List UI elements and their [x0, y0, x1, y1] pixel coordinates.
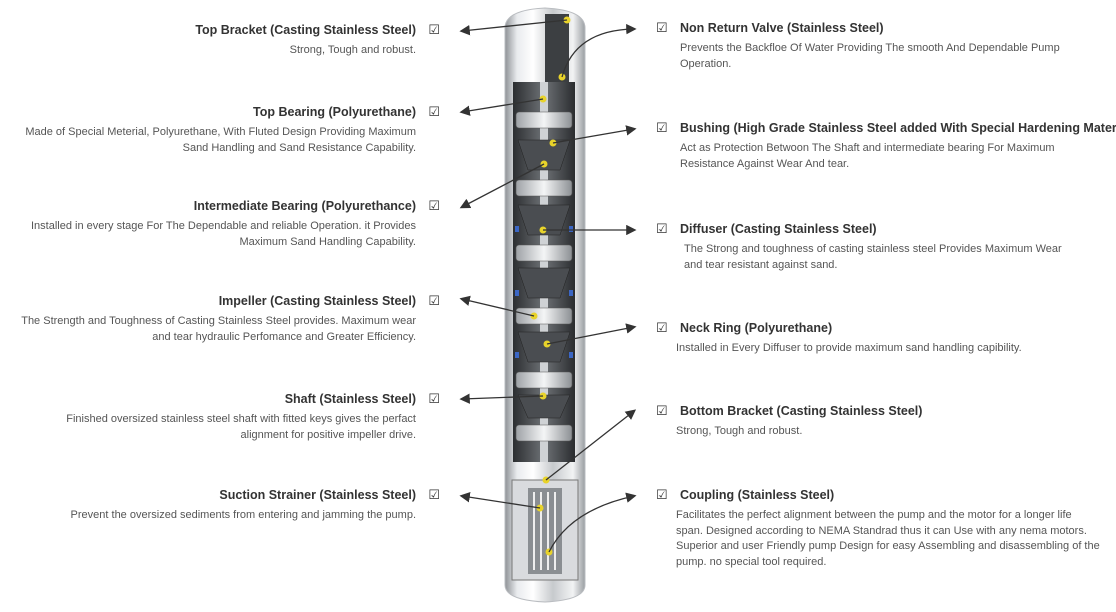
suction-strainer — [511, 479, 579, 581]
callout-non-return-valve: ☑ Non Return Valve (Stainless Steel) Prev… — [656, 20, 1096, 72]
callout-impeller: Impeller (Casting Stainless Steel) ☑ The … — [20, 293, 440, 345]
callout-title: Bottom Bracket (Casting Stainless Steel) — [680, 404, 923, 418]
callout-top-bearing: Top Bearing (Polyurethane) ☑ Made of Spec… — [20, 104, 440, 156]
check-icon: ☑ — [428, 391, 440, 406]
check-icon: ☑ — [428, 22, 440, 37]
pump-stages — [513, 82, 575, 462]
callout-suction-strainer: Suction Strainer (Stainless Steel) ☑ Prev… — [20, 487, 440, 524]
check-icon: ☑ — [428, 198, 440, 213]
callout-title: Impeller (Casting Stainless Steel) — [218, 294, 416, 308]
check-icon: ☑ — [656, 120, 668, 135]
callout-desc: The Strength and Toughness of Casting St… — [21, 315, 416, 343]
callout-title: Shaft (Stainless Steel) — [284, 392, 416, 406]
callout-desc: Finished oversized stainless steel shaft… — [66, 413, 416, 441]
callout-desc: Prevent the oversized sediments from ent… — [70, 509, 416, 521]
top-bracket — [545, 14, 569, 84]
callout-bushing: ☑ Bushing (High Grade Stainless Steel add… — [656, 120, 1116, 172]
callout-title: Non Return Valve (Stainless Steel) — [680, 21, 884, 35]
check-icon: ☑ — [656, 20, 668, 35]
callout-top-bracket: Top Bracket (Casting Stainless Steel) ☑ S… — [20, 22, 440, 59]
callout-desc: Prevents the Backfloe Of Water Providing… — [680, 42, 1060, 70]
callout-title: Suction Strainer (Stainless Steel) — [219, 488, 416, 502]
callout-coupling: ☑ Coupling (Stainless Steel) Facilitates … — [656, 487, 1100, 570]
callout-title: Top Bearing (Polyurethane) — [253, 105, 416, 119]
callout-title: Neck Ring (Polyurethane) — [680, 321, 833, 335]
callout-title: Coupling (Stainless Steel) — [680, 488, 835, 502]
callout-desc: Facilitates the perfect alignment betwee… — [676, 509, 1100, 568]
check-icon: ☑ — [656, 403, 668, 418]
check-icon: ☑ — [656, 221, 668, 236]
callout-title: Intermediate Bearing (Polyurethance) — [193, 199, 416, 213]
callout-shaft: Shaft (Stainless Steel) ☑ Finished oversi… — [20, 391, 440, 443]
callout-title: Top Bracket (Casting Stainless Steel) — [195, 23, 416, 37]
callout-bottom-bracket: ☑ Bottom Bracket (Casting Stainless Steel… — [656, 403, 1096, 440]
callout-title: Diffuser (Casting Stainless Steel) — [680, 222, 877, 236]
check-icon: ☑ — [656, 320, 668, 335]
callout-intermediate-bearing: Intermediate Bearing (Polyurethance) ☑ In… — [20, 198, 440, 250]
callout-neck-ring: ☑ Neck Ring (Polyurethane) Installed in E… — [656, 320, 1096, 357]
callout-desc: Made of Special Meterial, Polyurethane, … — [25, 126, 416, 154]
callout-desc: Installed in Every Diffuser to provide m… — [676, 342, 1022, 354]
callout-title: Bushing (High Grade Stainless Steel adde… — [680, 121, 1116, 135]
callout-arrows — [459, 19, 637, 553]
check-icon: ☑ — [428, 293, 440, 308]
callout-desc: Act as Protection Betwoon The Shaft and … — [680, 142, 1055, 170]
check-icon: ☑ — [656, 487, 668, 502]
check-icon: ☑ — [428, 487, 440, 502]
callout-desc: Installed in every stage For The Dependa… — [30, 220, 416, 248]
callout-desc: Strong, Tough and robust. — [676, 425, 803, 437]
callout-desc: Strong, Tough and robust. — [289, 44, 416, 56]
callout-diffuser: ☑ Diffuser (Casting Stainless Steel) The … — [656, 221, 1096, 273]
check-icon: ☑ — [428, 104, 440, 119]
callout-desc: The Strong and toughness of casting stai… — [684, 243, 1062, 271]
